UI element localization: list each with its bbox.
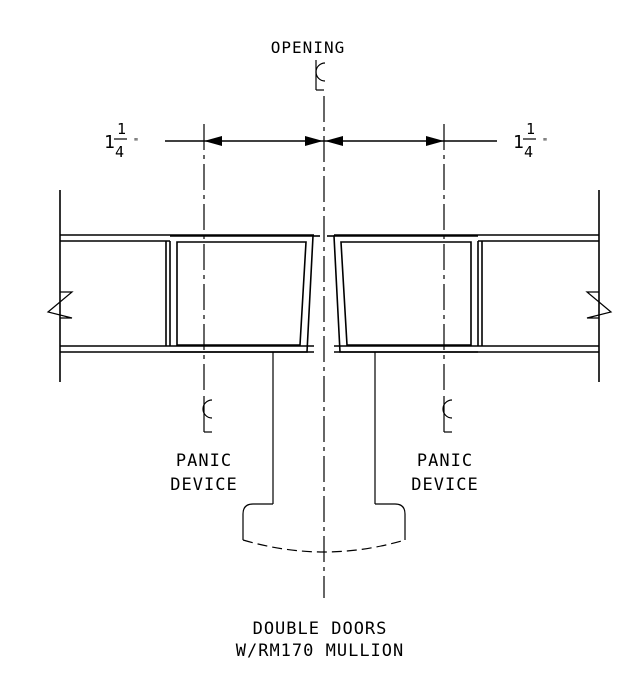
svg-text:4: 4 [524, 143, 534, 161]
svg-text:4: 4 [115, 143, 125, 161]
svg-text:1: 1 [513, 132, 525, 153]
opening-centerline-symbol [315, 60, 326, 91]
left-panic-label-line1: PANIC [176, 451, 232, 471]
svg-text:1: 1 [526, 120, 536, 138]
right-panic-centerline-symbol [442, 396, 453, 433]
opening-label: OPENING [271, 38, 345, 57]
svg-text:": " [542, 137, 549, 148]
mullion-outline [242, 352, 406, 553]
left-dimension-label: 1 1 4 " [104, 120, 140, 161]
wall-frame-plan [46, 190, 613, 382]
right-panic-label-line1: PANIC [417, 451, 473, 471]
svg-text:1: 1 [117, 120, 127, 138]
caption-line2: W/RM170 MULLION [236, 641, 405, 661]
right-panic-label-line2: DEVICE [411, 475, 478, 495]
svg-text:": " [133, 137, 140, 148]
caption-line1: DOUBLE DOORS [253, 619, 388, 639]
left-panic-label-line2: DEVICE [170, 475, 237, 495]
right-dimension-label: 1 1 4 " [513, 120, 549, 161]
dimension-line [165, 136, 497, 146]
svg-text:1: 1 [104, 132, 116, 153]
left-panic-centerline-symbol [202, 396, 213, 433]
